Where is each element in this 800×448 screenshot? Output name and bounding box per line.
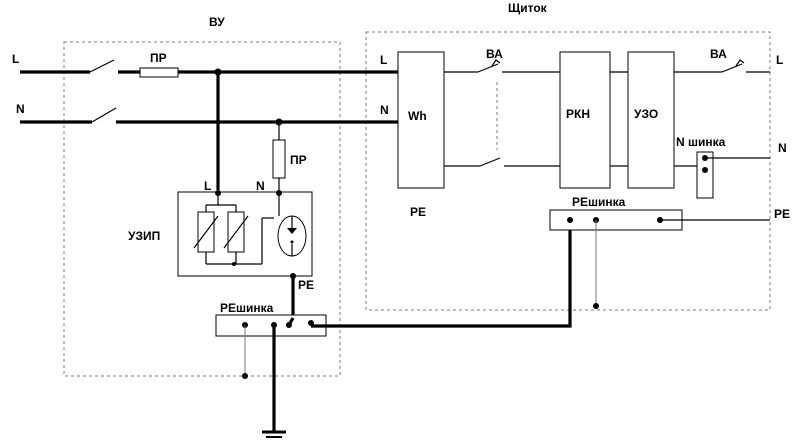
shchitok-pe-left-label: PE [410, 205, 426, 219]
fuse-top [139, 67, 179, 78]
meter-label: Wh [408, 109, 427, 123]
breaker-1-label: ВА [486, 47, 503, 61]
vu-panel-title: ВУ [209, 15, 225, 29]
shchitok-panel-border [365, 31, 771, 311]
uzip-internal-wiring [193, 193, 274, 266]
meter-box [397, 51, 445, 189]
shchitok-enclosure-bond-dot [593, 303, 599, 309]
uzip-n-label: N [256, 179, 265, 193]
shchitok-l-out-label: L [776, 53, 783, 67]
uzip-pe-bend [287, 317, 295, 326]
spark-gap [277, 193, 307, 257]
uzip-label: УЗИП [128, 229, 160, 243]
shchitok-pe-out-label: PE [774, 207, 790, 221]
fuse-vertical-label: ПР [290, 153, 307, 167]
vu-panel-border [63, 41, 341, 377]
shchitok-n-out-label: N [778, 141, 787, 155]
input-n-label: N [16, 102, 25, 116]
uzip-pe-label: PE [298, 278, 314, 292]
uzip-l-label: L [204, 179, 211, 193]
n-bus-label: N шинка [676, 135, 726, 149]
input-n-wire [20, 107, 398, 124]
ground-icon [262, 430, 286, 438]
breaker-1 [444, 59, 560, 167]
vu-pe-bus-label: PEшинка [220, 301, 274, 315]
rkn-box [559, 51, 611, 189]
breaker-2-label: ВА [710, 47, 727, 61]
fuse-top-label: ПР [150, 51, 167, 65]
uzo-label: УЗО [634, 107, 658, 121]
n-bus [696, 151, 714, 199]
n-bus-terminal-2 [702, 167, 708, 173]
input-l-label: L [12, 52, 19, 66]
pe-link-wire [311, 222, 572, 328]
rkn-label: РКН [566, 107, 590, 121]
shchitok-pe-bus-label: PEшинка [572, 195, 626, 209]
fuse-vertical [272, 139, 286, 179]
uzo-box [627, 51, 675, 189]
shchitok-panel-title: Щиток [508, 1, 548, 15]
input-l-wire [20, 59, 140, 74]
shchitok-pe-bus-terminal-1 [567, 217, 573, 223]
breaker-2 [674, 59, 770, 73]
shchitok-n-in-label: N [380, 103, 389, 117]
shchitok-l-in-label: L [380, 53, 387, 67]
vu-enclosure-bond-dot [242, 373, 248, 379]
